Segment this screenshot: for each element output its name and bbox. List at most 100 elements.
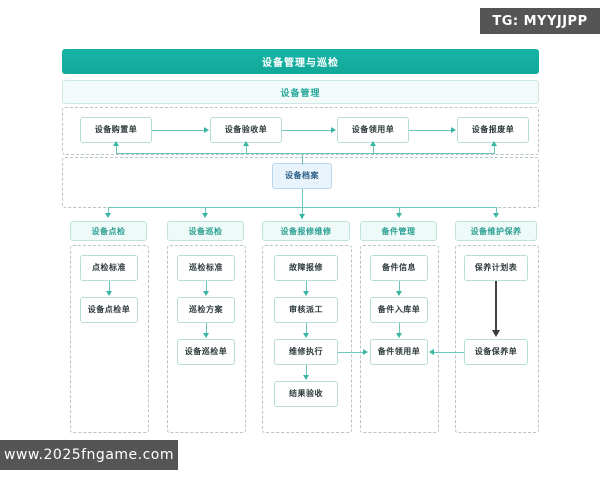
node-patrol-plan[interactable]: 巡检方案 [177,297,235,323]
node-label: 设备保养单 [474,346,518,356]
arrowhead-right [331,126,336,133]
node-label: 备件信息 [382,262,416,272]
node-label: 设备购置单 [94,124,138,134]
connector-col3-3-4 [306,365,307,379]
arrowhead-left [429,348,434,355]
arrowhead-down [492,213,499,218]
arrowhead-down [302,333,309,338]
arrowhead-up [369,141,376,146]
node-label: 设备巡检单 [184,346,228,356]
node-equipment-issue[interactable]: 设备领用单 [337,117,409,143]
arrowhead-up [490,141,497,146]
node-spare-part-inbound[interactable]: 备件入库单 [370,297,428,323]
connector-archive-bus [116,153,494,154]
connector-col3-1-2 [306,281,307,295]
arrowhead-down [201,213,208,218]
node-label: 设备验收单 [224,124,268,134]
connector-bus-to-col1 [108,207,109,215]
arrowhead-up [242,141,249,146]
arrowhead-right [451,126,456,133]
node-label: 备件入库单 [377,304,421,314]
node-equipment-purchase[interactable]: 设备购置单 [80,117,152,143]
connector-bus-to-col2 [205,207,206,215]
node-label: 巡检标准 [189,262,223,272]
node-patrol-order[interactable]: 设备巡检单 [177,339,235,365]
arrowhead-down [302,375,309,380]
site-watermark: www.2025fngame.com [0,440,178,470]
column-body-repair [262,245,352,433]
column-header-repair[interactable]: 设备报修维修 [262,221,350,241]
diagram-title-bar: 设备管理与巡检 [62,49,539,74]
column-header-label: 设备巡检 [188,226,223,236]
column-header-maintenance[interactable]: 设备维护保养 [455,221,537,241]
node-inspection-order[interactable]: 设备点检单 [80,297,138,323]
node-maintenance-plan[interactable]: 保养计划表 [464,255,528,281]
telegram-watermark: TG: MYYJJPP [480,8,600,34]
connector-issue-to-scrap [409,130,452,131]
node-label: 设备点检单 [87,304,131,314]
arrowhead-down [298,214,305,219]
diagram-title: 设备管理与巡检 [262,58,339,69]
connector-archive-up-stem [302,153,303,165]
arrowhead-down-dark [491,330,500,337]
connector-col4-2-3 [399,323,400,337]
node-equipment-acceptance[interactable]: 设备验收单 [210,117,282,143]
connector-bus-to-col4 [399,207,400,215]
connector-archive-down-stem [302,189,303,219]
site-watermark-text: www.2025fngame.com [3,447,174,463]
connector-col3-2-3 [306,323,307,337]
node-label: 设备报废单 [471,124,515,134]
flow-diagram: 设备管理与巡检 设备管理 设备购置单 设备验收单 设备领用单 设备报废单 设备档… [62,49,539,434]
node-label: 审核派工 [289,304,323,314]
arrowhead-down [105,291,112,296]
column-header-patrol[interactable]: 设备巡检 [167,221,244,241]
connector-col4-1-2 [399,281,400,295]
connector-repair-to-requisition [338,352,364,353]
column-body-maintenance [455,245,539,433]
arrowhead-down [202,333,209,338]
connector-purchase-to-acceptance [152,130,205,131]
node-label: 设备档案 [285,170,319,180]
node-label: 备件领用单 [377,346,421,356]
node-equipment-scrap[interactable]: 设备报废单 [457,117,529,143]
connector-bus-to-acceptance [246,145,247,154]
diagram-subtitle-bar: 设备管理 [62,80,539,104]
node-label: 维修执行 [289,346,323,356]
node-maintenance-order[interactable]: 设备保养单 [464,339,528,365]
connector-bus-to-scrap [494,145,495,154]
node-label: 故障报修 [289,262,323,272]
node-label: 结果验收 [289,388,323,398]
arrowhead-down [395,291,402,296]
node-result-acceptance[interactable]: 结果验收 [274,381,338,407]
arrowhead-down [202,291,209,296]
arrowhead-up [112,141,119,146]
node-spare-part-info[interactable]: 备件信息 [370,255,428,281]
node-equipment-archive[interactable]: 设备档案 [272,163,332,189]
column-body-spareparts [360,245,439,433]
diagram-subtitle: 设备管理 [280,88,321,99]
connector-col2-1-2 [206,281,207,295]
node-fault-report[interactable]: 故障报修 [274,255,338,281]
arrowhead-right [204,126,209,133]
node-label: 点检标准 [92,262,126,272]
connector-bus-to-purchase [116,145,117,154]
connector-col1-1-2 [109,281,110,295]
column-body-patrol [167,245,246,433]
column-body-inspection [70,245,149,433]
arrowhead-down [395,213,402,218]
node-spare-part-requisition[interactable]: 备件领用单 [370,339,428,365]
node-repair-execution[interactable]: 维修执行 [274,339,338,365]
node-review-dispatch[interactable]: 审核派工 [274,297,338,323]
column-header-spareparts[interactable]: 备件管理 [360,221,437,241]
connector-column-bus [108,207,496,208]
connector-acceptance-to-issue [282,130,332,131]
node-patrol-standard[interactable]: 巡检标准 [177,255,235,281]
column-header-inspection[interactable]: 设备点检 [70,221,147,241]
connector-col2-2-3 [206,323,207,337]
node-inspection-standard[interactable]: 点检标准 [80,255,138,281]
column-header-label: 设备报修维修 [280,226,332,236]
connector-maintenance-to-requisition [434,352,464,353]
lifecycle-group [62,107,539,155]
arrowhead-down [395,333,402,338]
column-header-label: 备件管理 [381,226,416,236]
